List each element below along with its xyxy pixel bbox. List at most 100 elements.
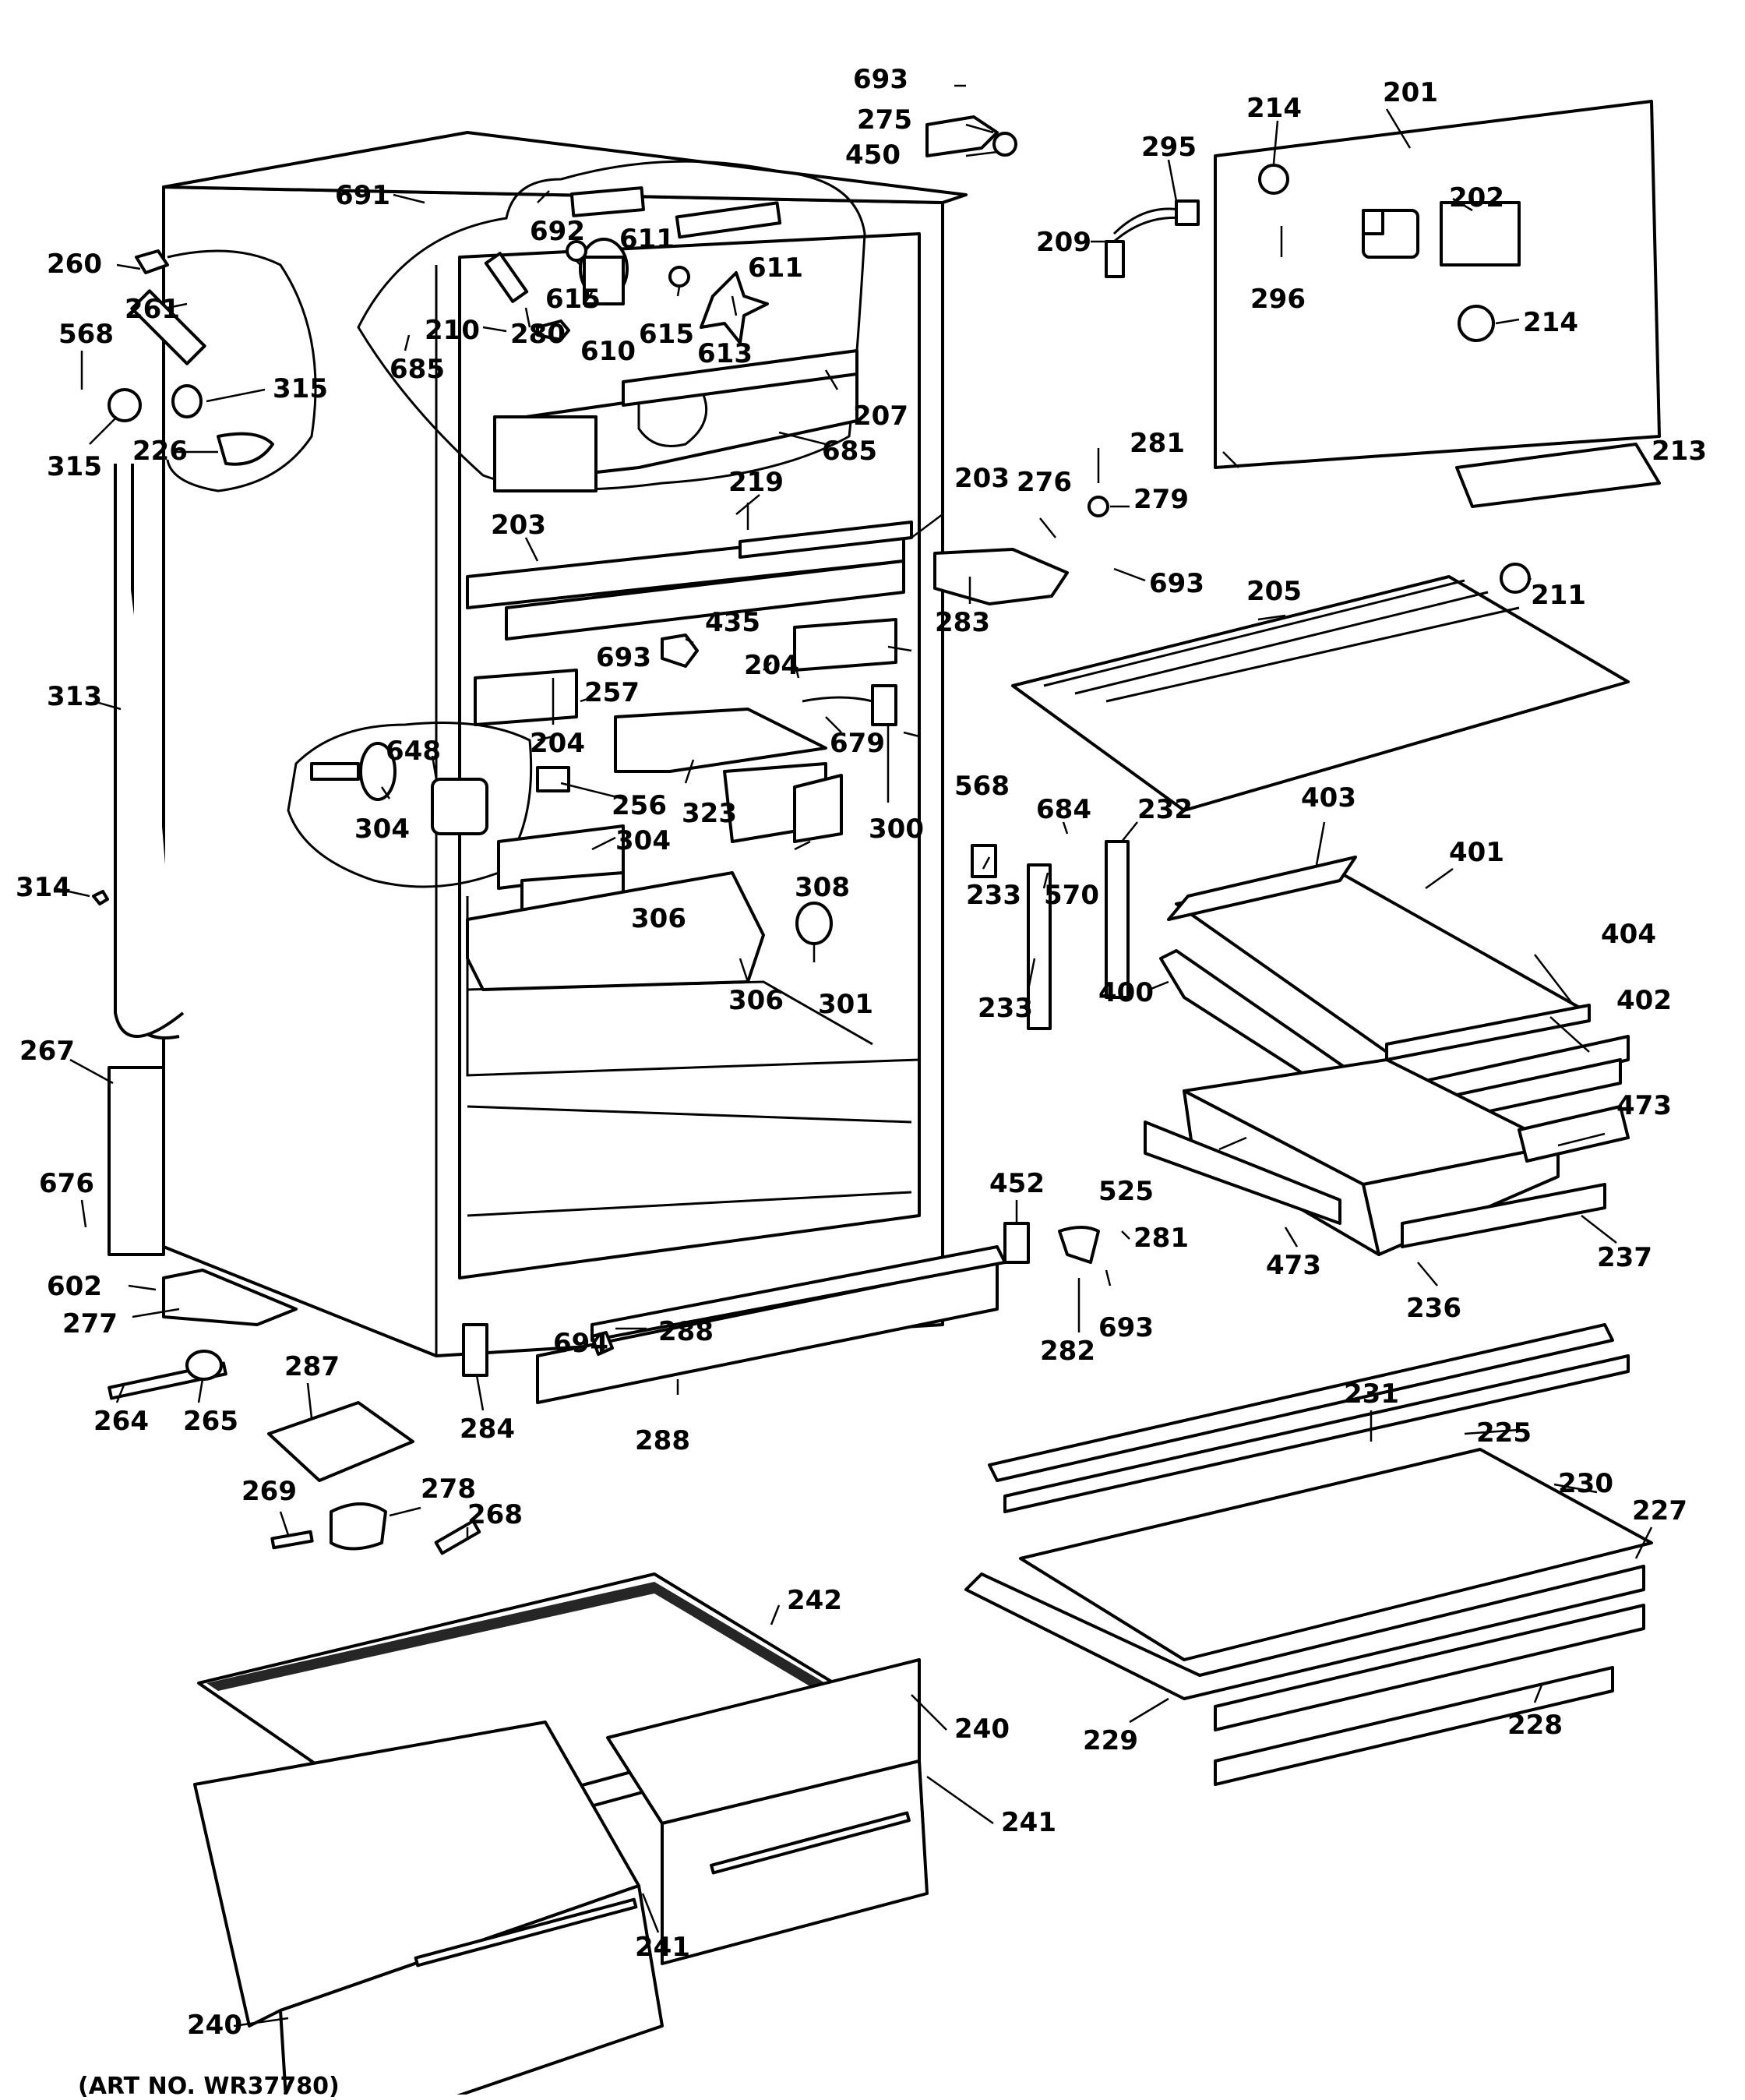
- label-233-a: 233: [966, 880, 1021, 911]
- label-231: 231: [1344, 1378, 1399, 1410]
- label-685-b: 685: [822, 436, 877, 467]
- label-452: 452: [989, 1168, 1045, 1199]
- label-232: 232: [1137, 794, 1193, 825]
- label-209: 209: [1036, 227, 1091, 258]
- label-257: 257: [584, 677, 640, 708]
- label-230: 230: [1558, 1468, 1613, 1499]
- label-611-b: 611: [748, 252, 803, 284]
- label-264: 264: [93, 1406, 149, 1437]
- center-hinge-276: [933, 496, 1531, 605]
- label-279: 279: [1133, 484, 1189, 515]
- label-256: 256: [612, 790, 667, 821]
- label-602: 602: [47, 1271, 102, 1302]
- label-525: 525: [1098, 1176, 1154, 1207]
- defrost-heater-housing: [493, 349, 858, 492]
- thermostat-housing-bars: [466, 521, 913, 641]
- label-268: 268: [467, 1499, 523, 1530]
- label-269: 269: [241, 1476, 297, 1507]
- label-229: 229: [1083, 1725, 1138, 1756]
- label-284: 284: [460, 1414, 515, 1445]
- label-304-b: 304: [615, 825, 671, 856]
- label-288-a: 288: [658, 1316, 714, 1347]
- water-tubing: [92, 249, 274, 1039]
- bottom-hardware: [108, 1245, 1006, 1555]
- label-241-b: 241: [635, 1932, 690, 1963]
- label-308: 308: [795, 872, 850, 903]
- label-694: 694: [553, 1328, 608, 1359]
- label-315-a: 315: [273, 373, 328, 404]
- label-473-a: 473: [1616, 1090, 1672, 1121]
- label-314: 314: [16, 872, 71, 903]
- label-313: 313: [47, 681, 102, 712]
- label-295: 295: [1141, 132, 1197, 163]
- label-304-a: 304: [354, 814, 410, 845]
- label-211: 211: [1531, 580, 1586, 611]
- label-201: 201: [1383, 77, 1438, 108]
- interior-cutout-left: [166, 249, 317, 492]
- lower-glass-shelf-230: [964, 1323, 1653, 1786]
- liner-panel-201: [1214, 100, 1661, 469]
- label-205: 205: [1246, 576, 1302, 607]
- label-214-mid: 214: [1523, 307, 1578, 338]
- label-306-b: 306: [728, 985, 784, 1016]
- label-323: 323: [682, 798, 737, 829]
- label-404: 404: [1601, 919, 1656, 950]
- label-679: 679: [830, 728, 885, 759]
- crisper-drawers: [193, 1658, 929, 2095]
- label-691: 691: [335, 180, 390, 211]
- label-207: 207: [853, 401, 908, 432]
- label-261: 261: [125, 294, 180, 325]
- wire-shelf-205: [1011, 575, 1630, 812]
- label-283: 283: [935, 607, 990, 638]
- label-287: 287: [284, 1351, 340, 1382]
- label-693-bot: 693: [1098, 1312, 1154, 1343]
- art-number-note: (ART NO. WR37780): [78, 2073, 340, 2100]
- label-210: 210: [425, 315, 480, 346]
- label-240-a: 240: [954, 1714, 1010, 1745]
- label-611-a: 611: [619, 224, 675, 255]
- label-300: 300: [869, 814, 924, 845]
- label-685-a: 685: [390, 354, 445, 385]
- label-315-b: 315: [47, 451, 102, 482]
- label-296: 296: [1250, 284, 1306, 315]
- wiring-harness: [1105, 199, 1200, 278]
- label-240-b: 240: [187, 2010, 242, 2041]
- label-242: 242: [787, 1585, 842, 1616]
- label-568-mid: 568: [954, 771, 1010, 802]
- label-473-b: 473: [1266, 1250, 1321, 1281]
- label-403: 403: [1301, 782, 1356, 814]
- label-203-b: 203: [954, 463, 1010, 494]
- label-214-top: 214: [1246, 93, 1302, 124]
- label-265: 265: [183, 1406, 238, 1437]
- label-233-b: 233: [978, 993, 1033, 1024]
- defrost-timer-assembly: [310, 742, 833, 991]
- label-693-top: 693: [853, 64, 908, 95]
- label-693-c: 693: [596, 642, 651, 673]
- label-615-a: 615: [545, 284, 601, 315]
- label-213: 213: [1652, 436, 1707, 467]
- label-401: 401: [1449, 837, 1504, 868]
- label-236: 236: [1406, 1293, 1461, 1324]
- label-306-a: 306: [631, 903, 686, 934]
- label-225: 225: [1476, 1417, 1532, 1449]
- label-610: 610: [580, 336, 636, 367]
- label-203-a: 203: [491, 510, 546, 541]
- label-435: 435: [705, 607, 760, 638]
- label-568-left: 568: [58, 319, 114, 350]
- label-613: 613: [697, 338, 753, 369]
- label-277: 277: [62, 1308, 118, 1339]
- label-570: 570: [1044, 880, 1099, 911]
- glass-shelf-401: [1167, 856, 1591, 1061]
- label-288-b: 288: [635, 1425, 690, 1456]
- top-hinge-275: [925, 115, 1017, 157]
- leader-lines: [54, 84, 1653, 2028]
- label-227: 227: [1632, 1495, 1687, 1526]
- label-267: 267: [19, 1036, 75, 1067]
- label-280: 280: [510, 319, 566, 350]
- label-204-b: 204: [530, 728, 585, 759]
- label-226: 226: [132, 436, 188, 467]
- label-219: 219: [728, 467, 784, 498]
- label-281-a: 281: [1130, 428, 1185, 459]
- bracket-452: [1003, 1222, 1030, 1264]
